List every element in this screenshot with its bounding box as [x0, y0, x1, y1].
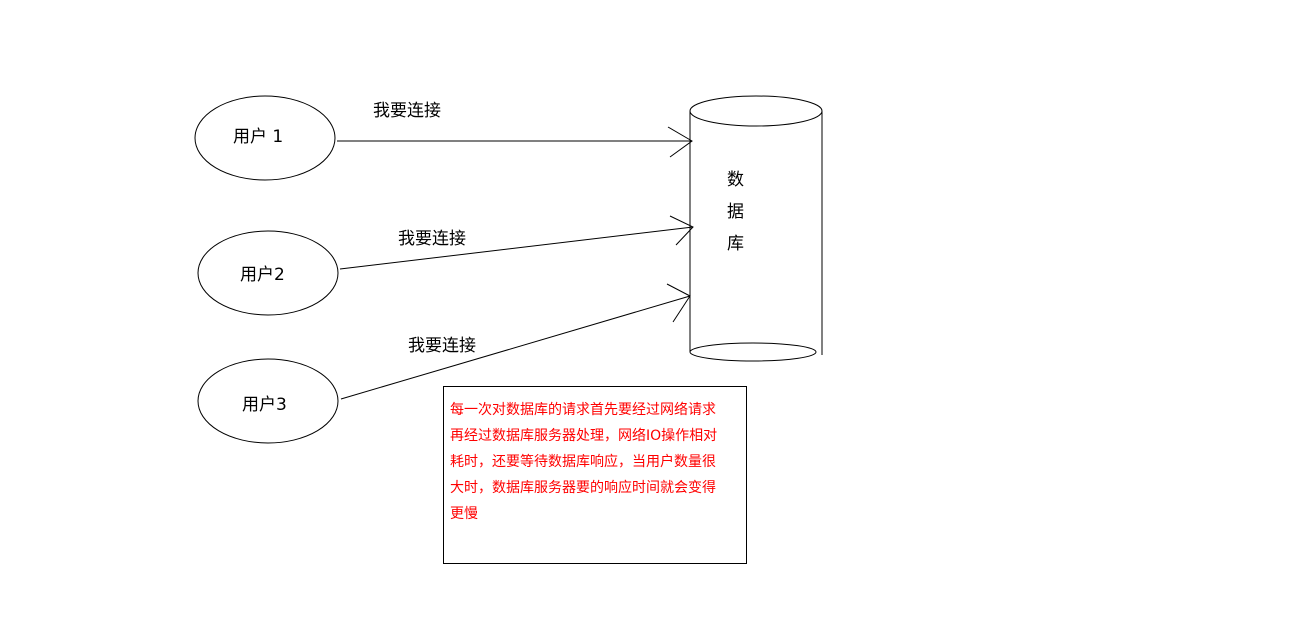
note-line: 耗时，还要等待数据库响应，当用户数量很: [450, 453, 716, 470]
request-label-3: 我要连接: [408, 336, 476, 356]
arrow-user-2: [339, 215, 694, 270]
database-label-char-3: 库: [727, 234, 744, 254]
user-2-node: [197, 230, 339, 316]
arrow-user-1: [337, 126, 693, 158]
note-line: 更慢: [450, 505, 478, 522]
note-line: 大时，数据库服务器要的响应时间就会变得: [450, 479, 716, 496]
note-box: [443, 386, 747, 564]
database-cylinder: [689, 95, 823, 362]
note-line: 再经过数据库服务器处理，网络IO操作相对: [450, 428, 717, 444]
user-1-node: [194, 95, 336, 181]
user-3-label: 用户3: [242, 395, 287, 415]
request-label-2: 我要连接: [398, 229, 466, 249]
user-1-label: 用户 1: [233, 127, 283, 147]
request-label-1: 我要连接: [373, 101, 441, 121]
user-2-label: 用户2: [240, 265, 285, 285]
arrow-user-3: [340, 283, 691, 400]
database-label-char-1: 数: [727, 170, 744, 190]
database-label-char-2: 据: [727, 202, 744, 222]
note-line: 每一次对数据库的请求首先要经过网络请求: [450, 402, 716, 418]
user-3-node: [197, 358, 339, 444]
